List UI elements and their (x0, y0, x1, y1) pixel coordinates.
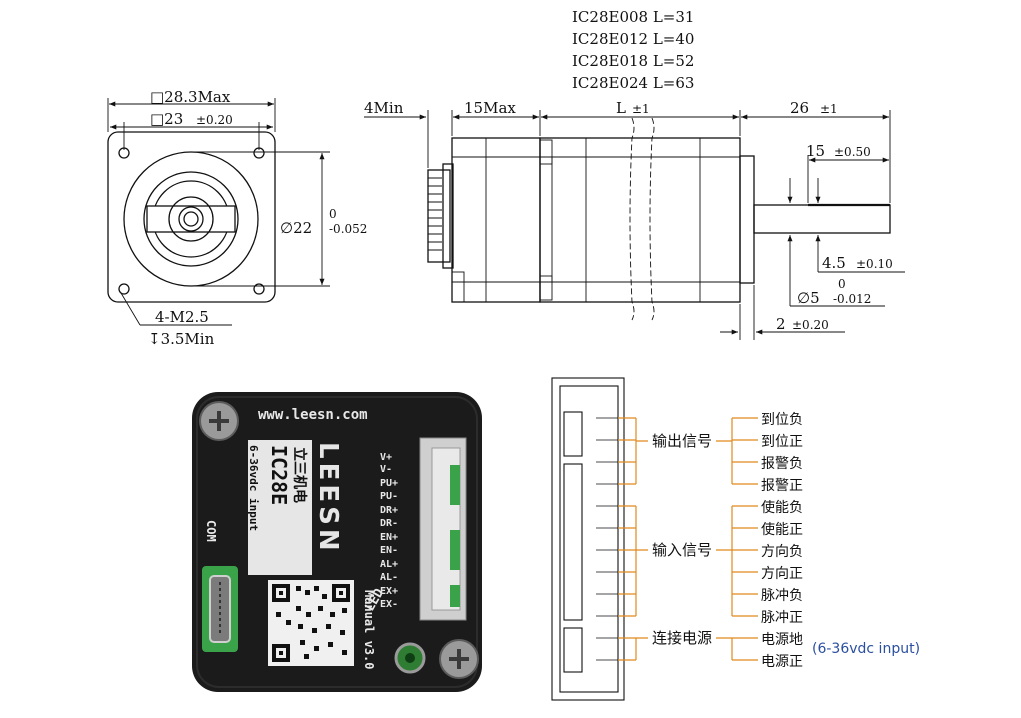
inner-tol-label: ±0.20 (196, 113, 233, 127)
board-brand: LEESN (313, 442, 343, 555)
signal-label: 到位正 (761, 434, 803, 450)
pin-label: DR+ (380, 505, 398, 516)
pin-label: PU+ (380, 478, 398, 489)
length-tol: ±1 (632, 102, 650, 116)
model-label: IC28E012 L=40 (572, 30, 694, 48)
pin-header (427, 169, 451, 263)
signal-label: 到位负 (761, 412, 803, 428)
model-label: IC28E008 L=31 (572, 8, 694, 26)
inner-size-label: □23 (150, 110, 183, 128)
depth-label: ↧3.5Min (148, 330, 215, 348)
group-label: 输入信号 (652, 541, 712, 559)
pin-label: EN- (380, 545, 398, 556)
pin-label: EN+ (380, 532, 398, 543)
pin-label: V+ (380, 452, 392, 463)
signal-label: 使能负 (761, 499, 803, 516)
output-shaft (753, 204, 891, 234)
pilot-dia-upper: 0 (329, 207, 337, 221)
pin-labels: V+ V- PU+ PU- DR+ DR- EN+ EN- AL+ AL- EX… (380, 452, 398, 610)
signal-label: 电源地 (761, 632, 803, 648)
signal-label: 使能正 (761, 521, 803, 538)
d2-label: 2 (776, 315, 786, 333)
signal-label: 脉冲负 (761, 588, 803, 604)
d45-tol: ±0.10 (856, 257, 893, 271)
pin-label: V- (380, 464, 392, 475)
manual-label: Manual v3.0 (362, 590, 376, 669)
model-label: IC28E018 L=52 (572, 52, 694, 70)
pilot-circle (123, 151, 259, 287)
d5-label: ∅5 (797, 289, 820, 307)
pin-label: AL- (380, 572, 398, 583)
signal-label: 脉冲正 (761, 610, 803, 626)
com-label: COM (204, 520, 218, 542)
group-label: 连接电源 (652, 629, 712, 647)
outer-size-label: □28.3Max (150, 88, 231, 106)
pin-label: EX+ (380, 586, 398, 597)
front-flange (739, 155, 755, 284)
group-label: 输出信号 (652, 432, 712, 450)
signal-label: 方向正 (761, 566, 803, 582)
pilot-dia-label: ∅22 (280, 219, 312, 237)
signal-label: 方向负 (761, 544, 803, 560)
d5-lower: -0.012 (833, 292, 871, 306)
signal-label: 报警负 (761, 456, 803, 472)
connector-wires (618, 417, 758, 661)
d26-tol: ±1 (820, 102, 838, 116)
driver-board: www.leesn.com IC28E 6-36vdc input 立三机电 L… (192, 392, 482, 692)
boss-slot (146, 205, 236, 233)
motor-flange-outline (107, 131, 276, 303)
min4-label: 4Min (364, 99, 404, 117)
pin-label: AL+ (380, 559, 398, 570)
shaft (178, 206, 204, 232)
board-model: IC28E (267, 445, 291, 505)
holes-label: 4-M2.5 (155, 308, 209, 326)
pin-lines (428, 177, 442, 251)
power-note: (6-36vdc input) (812, 641, 920, 657)
d15-label: 15 (806, 142, 825, 160)
mount-hole (118, 283, 130, 295)
model-label: IC28E024 L=63 (572, 74, 694, 92)
side-view (364, 110, 905, 340)
d45-label: 4.5 (822, 254, 846, 272)
connector-outline (551, 377, 625, 701)
model-list: IC28E008 L=31 IC28E012 L=40 IC28E018 L=5… (572, 8, 694, 92)
board-input: 6-36vdc input (247, 445, 260, 531)
signal-label: 报警正 (761, 478, 803, 494)
front-view (107, 98, 330, 326)
board-url: www.leesn.com (258, 407, 368, 423)
pin-label: EX- (380, 599, 398, 610)
signal-label: 电源正 (761, 654, 803, 670)
d15-tol: ±0.50 (834, 145, 871, 159)
boss-outer (143, 171, 239, 267)
d5-upper: 0 (838, 277, 846, 291)
pilot-dia-lower: -0.052 (329, 222, 367, 236)
motor-body (539, 137, 741, 303)
board-brand-cn: 立三机电 (291, 447, 308, 503)
pin-label: DR- (380, 518, 398, 529)
model-label-area (248, 440, 312, 575)
d26-label: 26 (790, 99, 809, 117)
d2-tol: ±0.20 (792, 318, 829, 332)
connector-diagram (551, 377, 625, 701)
shaft-ring (168, 196, 214, 242)
mount-hole (253, 283, 265, 295)
pin-label: PU- (380, 491, 398, 502)
driver-housing (451, 137, 541, 303)
length-label: L (616, 99, 626, 117)
shaft-center (183, 211, 199, 227)
driver-edge (442, 163, 454, 269)
max15-label: 15Max (464, 99, 516, 117)
